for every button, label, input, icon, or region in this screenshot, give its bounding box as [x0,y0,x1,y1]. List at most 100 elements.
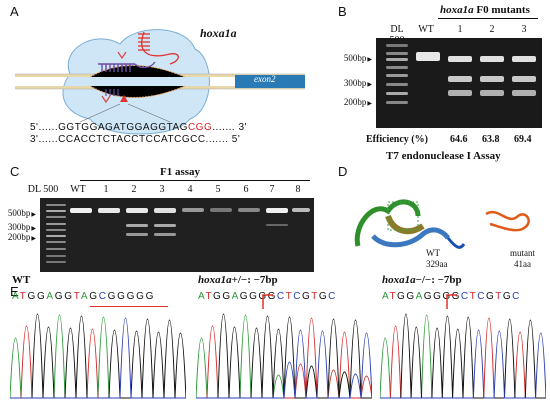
panel-d-label: D [338,164,348,179]
hoxa1a-gene-label: hoxa1a [200,26,237,40]
trace-wt-sequence: ATGGAGGTAGCGGGGG [12,291,155,302]
base-letter: G [397,291,407,302]
trace-A-channel [10,314,186,399]
c-lane-1: 1 [103,184,109,195]
base-letter: G [239,291,250,302]
base-letter: G [318,291,329,302]
base-letter: A [382,291,390,302]
efficiency-label: Efficiency (%) [366,134,428,145]
base-letter: T [311,291,319,302]
base-letter: C [98,291,108,302]
c-marker-500: 500bp [0,208,36,218]
c-lane-3: 3 [159,184,165,195]
f1-assay-title: F1 assay [160,166,201,178]
base-letter: G [258,291,268,302]
wt-deletion-underline [90,306,168,307]
trace-G-channel [10,313,186,399]
base-letter: G [126,291,137,302]
base-letter: C [460,291,470,302]
c-marker-300: 300bp [0,222,36,232]
base-letter: A [415,291,424,302]
crispr-schematic [15,29,305,135]
base-letter: C [477,291,486,302]
b-lane-2: 2 [489,24,495,35]
c-lane-wt: WT [70,184,86,195]
c-lane-6: 6 [243,184,249,195]
base-letter: A [198,291,206,302]
c-lane-dl500: DL 500 [27,184,59,195]
base-letter: G [406,291,416,302]
c-lane-8: 8 [295,184,301,195]
wt-protein-label: WT [426,248,440,258]
c-lane-4: 4 [187,184,193,195]
panel-e-label: E [10,284,19,299]
base-letter: G [145,291,156,302]
base-letter: G [27,291,37,302]
base-letter: G [136,291,146,302]
base-letter: C [276,291,286,302]
f1-title-underline [80,180,310,181]
base-letter: T [469,291,478,302]
b-lane-wt: WT [418,24,434,35]
trace-C-channel [196,329,372,399]
trace-C-channel [10,317,186,399]
mutant-protein-label: mutant [510,248,535,258]
base-letter: G [502,291,513,302]
b-lane-1: 1 [457,24,463,35]
base-letter: G [423,291,434,302]
base-letter: A [46,291,55,302]
base-letter: T [389,291,398,302]
b-marker-200: 200bp [332,97,372,107]
base-letter: G [249,291,259,302]
c-lane-7: 7 [269,184,275,195]
trace-C-channel [380,329,546,399]
panel-a-label: A [10,4,19,19]
trace-hom-sequence: ATGGAGGGGCTCGTGC [382,291,521,302]
chromatogram-hom [380,313,546,399]
trace-T-channel [380,317,546,399]
het-breakpoint-bracket [262,294,273,309]
base-letter: G [36,291,47,302]
panel-b-label: B [338,4,347,19]
base-letter: G [222,291,232,302]
mutant-protein-length: 41aa [514,259,531,269]
protein-structures [354,199,530,249]
base-letter: G [301,291,312,302]
base-letter: G [442,291,452,302]
base-letter: G [64,291,74,302]
base-letter: G [485,291,496,302]
base-letter: T [285,291,294,302]
base-letter: C [328,291,337,302]
base-letter: C [293,291,302,302]
trace-het-sequence: ATGGAGGGGCTCGTGC [198,291,337,302]
base-letter: G [54,291,65,302]
c-marker-200: 200bp [0,232,36,242]
trace-T-channel [196,317,372,399]
base-letter: G [117,291,127,302]
base-letter: T [19,291,28,302]
f0-title-underline [438,18,538,19]
trace-hom-title: hoxa1a−/−: −7bp [382,274,462,286]
base-letter: G [213,291,223,302]
f0-mutants-title: hoxa1a F0 mutants [440,4,530,16]
c-lane-2: 2 [131,184,137,195]
b-lane-3: 3 [521,24,527,35]
panel-c-label: C [10,164,20,179]
trace-T-channel [10,325,186,399]
t7e1-gel [376,38,542,128]
base-letter: A [12,291,20,302]
b-marker-300: 300bp [332,78,372,88]
base-letter: A [80,291,90,302]
base-letter: G [267,291,277,302]
target-sequence-bottom: 3'......CCACCTCTACCTCCATCGCC....... 5' [30,134,241,145]
trace-het-title: hoxa1a+/−: −7bp [198,274,278,286]
efficiency-1: 64.6 [450,134,468,145]
chromatogram-wt [10,313,186,399]
trace-G-channel [196,313,372,399]
base-letter: A [231,291,240,302]
exon2-label: exon2 [254,74,276,84]
b-marker-500: 500bp [332,53,372,63]
c-lane-5: 5 [215,184,221,195]
target-sequence-top: 5'......GGTGGAGATGGAGGTAGCGG....... 3' [30,122,247,133]
efficiency-3: 69.4 [514,134,532,145]
